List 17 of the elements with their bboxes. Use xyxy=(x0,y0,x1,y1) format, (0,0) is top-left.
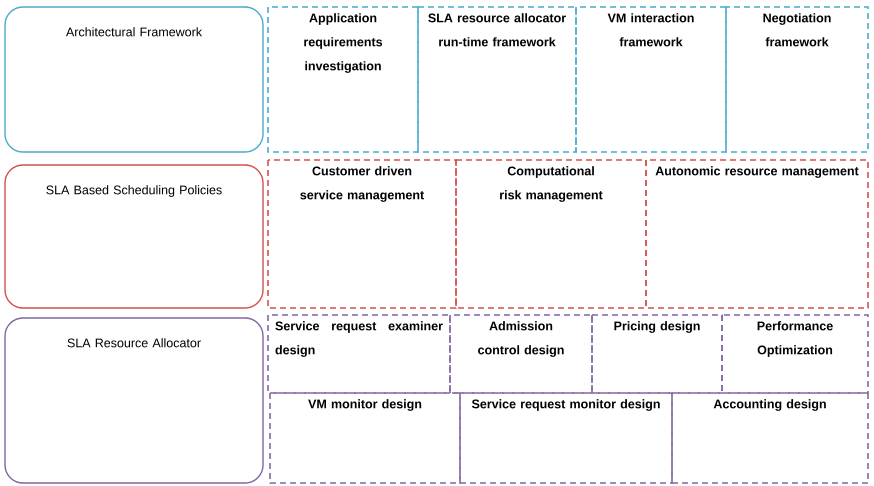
dashed-box: VM interaction framework xyxy=(575,6,727,153)
dashed-box: Service request examiner design xyxy=(267,314,451,394)
dashed-box: SLA resource allocator run-time framework xyxy=(417,6,577,153)
dashed-box: Application requirements investigation xyxy=(267,6,419,153)
dashed-box: Autonomic resource management xyxy=(645,159,869,309)
dashed-box: Accounting design xyxy=(671,392,869,484)
dashed-box: Admission control design xyxy=(449,314,593,394)
dashed-box: Customer driven service management xyxy=(267,159,457,309)
dashed-box: Performance Optimization xyxy=(721,314,869,394)
dashed-box: VM monitor design xyxy=(269,392,461,484)
dashed-box: Pricing design xyxy=(591,314,723,394)
dashed-box: Computational risk management xyxy=(455,159,647,309)
rounded-box: Architectural Framework xyxy=(4,6,264,153)
dashed-box: Negotiation framework xyxy=(725,6,869,153)
rounded-box: SLA Based Scheduling Policies xyxy=(4,164,264,309)
rounded-box: SLA Resource Allocator xyxy=(4,317,264,484)
dashed-box: Service request monitor design xyxy=(459,392,673,484)
